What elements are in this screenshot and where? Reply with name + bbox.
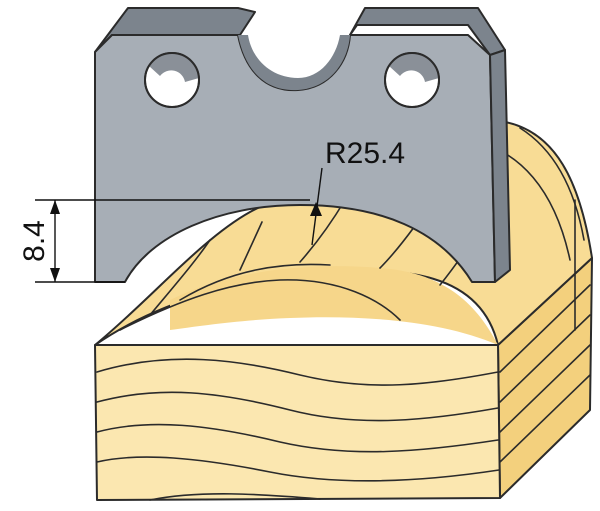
blade-hole-left (144, 52, 200, 108)
blade-notch (238, 35, 350, 91)
wood-grain-top (119, 127, 585, 331)
depth-dimension: 8.4 (18, 199, 310, 283)
wood-cove (170, 266, 498, 345)
blade-hole-right (384, 52, 440, 108)
radius-dimension: R25.4 (310, 137, 405, 246)
wood-front-face (94, 344, 501, 501)
depth-arrow-top (50, 200, 60, 214)
wood-grain-front (96, 358, 500, 501)
depth-arrow-bottom (50, 268, 60, 282)
wood-grain-side (499, 199, 591, 463)
profile-knife-blade (94, 7, 511, 283)
blade-bevel-right (489, 49, 511, 283)
radius-label: R25.4 (325, 137, 405, 170)
depth-label: 8.4 (18, 220, 51, 262)
radius-arrow (310, 202, 322, 216)
